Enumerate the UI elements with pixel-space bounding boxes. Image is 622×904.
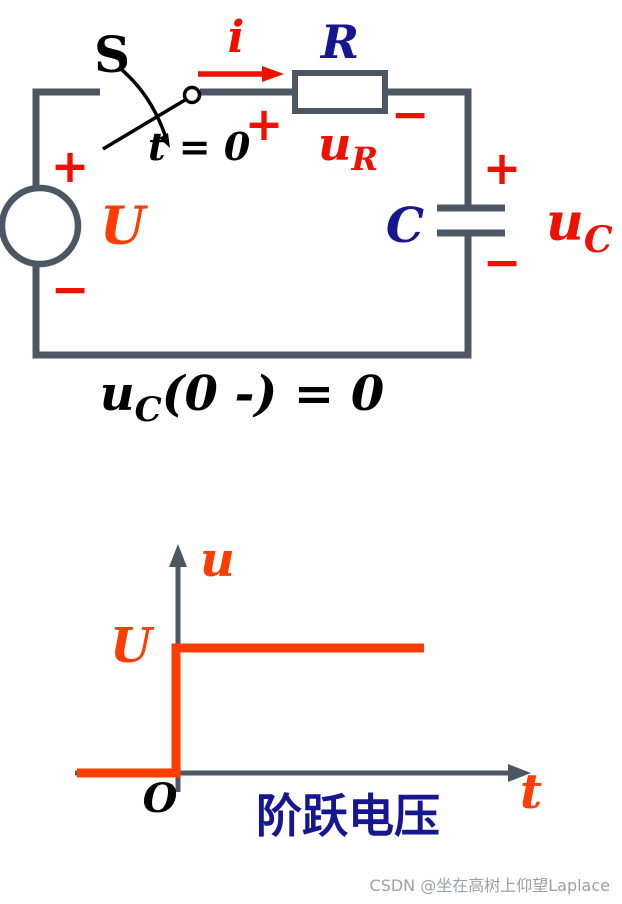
switch-contact-node bbox=[182, 85, 202, 105]
resistor-label: R bbox=[319, 15, 359, 69]
source-minus-sign: − bbox=[51, 262, 90, 316]
y-axis-arrowhead bbox=[169, 544, 187, 567]
watermark-text: CSDN @坐在高树上仰望Laplace bbox=[370, 876, 610, 895]
capacitor-voltage-sub: C bbox=[584, 219, 613, 261]
switch-blade bbox=[102, 98, 186, 151]
circuit-diagram: S t = 0 i R + − uR + − U C + − uC uC(0 -… bbox=[0, 12, 613, 430]
step-level-label: U bbox=[110, 618, 155, 674]
capacitor-label: C bbox=[386, 198, 424, 254]
initial-condition-sub: C bbox=[135, 390, 162, 430]
resistor-voltage-main: u bbox=[318, 117, 351, 171]
wire-bottom-loop bbox=[32, 233, 472, 359]
initial-condition-main: u bbox=[100, 366, 135, 422]
capacitor-plus-sign: + bbox=[483, 141, 522, 195]
source-label: U bbox=[100, 196, 148, 257]
capacitor-voltage-main: u bbox=[546, 192, 584, 253]
resistor-voltage-sub: R bbox=[350, 140, 378, 178]
y-axis-label: u bbox=[200, 532, 235, 588]
step-waveform bbox=[77, 643, 424, 778]
wire-top-left bbox=[32, 88, 100, 189]
switch-motion-arrowhead bbox=[159, 133, 170, 148]
current-label: i bbox=[228, 12, 245, 63]
switch-motion-arc bbox=[120, 68, 168, 139]
switch-time-label: t = 0 bbox=[148, 124, 251, 169]
resistor-voltage-label: uR bbox=[318, 117, 378, 178]
capacitor-voltage-label: uC bbox=[546, 192, 613, 261]
initial-condition-rest: (0 -) = 0 bbox=[162, 366, 385, 422]
resistor-body bbox=[292, 70, 388, 114]
x-axis-arrowhead bbox=[508, 764, 531, 782]
step-voltage-graph: u U O t 阶跃电压 bbox=[75, 532, 542, 843]
switch-label: S bbox=[94, 25, 130, 84]
resistor-plus-sign: + bbox=[245, 97, 284, 151]
origin-label: O bbox=[143, 775, 178, 822]
wire-resistor-to-capacitor bbox=[385, 88, 472, 208]
resistor-minus-sign: − bbox=[391, 87, 430, 141]
initial-condition-label: uC(0 -) = 0 bbox=[100, 366, 384, 430]
source-plus-sign: + bbox=[51, 139, 90, 193]
x-axis-label: t bbox=[520, 764, 542, 820]
voltage-source-body bbox=[0, 184, 82, 268]
current-arrow-head bbox=[262, 66, 284, 82]
graph-caption: 阶跃电压 bbox=[256, 789, 440, 843]
capacitor-minus-sign: − bbox=[483, 235, 522, 289]
